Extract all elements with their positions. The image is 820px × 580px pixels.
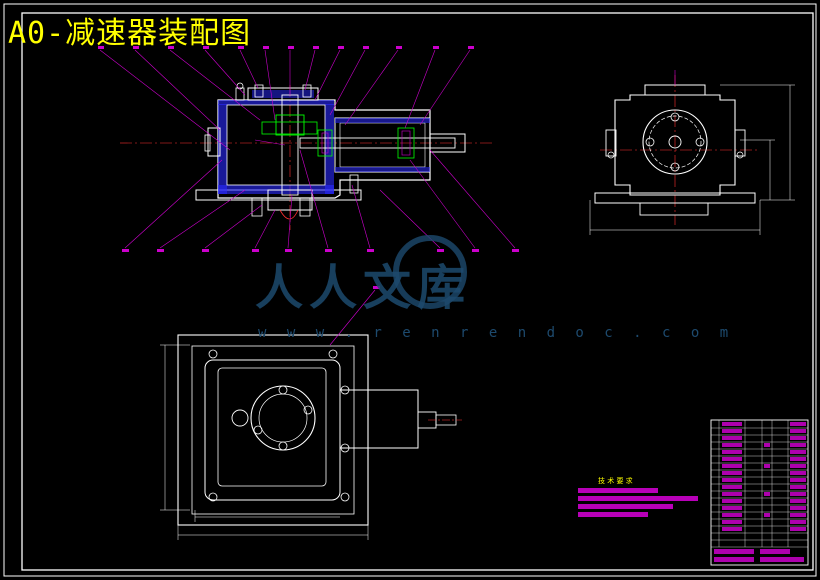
top-view [160, 286, 462, 540]
technical-requirements-text [578, 488, 698, 520]
technical-requirements-title: 技 术 要 求 [598, 477, 633, 485]
watermark-url: w w w . r e n r e n d o c . c o m [258, 325, 735, 341]
watermark-brand: 人人文库 [255, 260, 472, 316]
side-view [589, 70, 795, 235]
tech-requirement-line [578, 512, 648, 517]
parts-list-table [710, 419, 809, 566]
tech-requirement-line [578, 504, 673, 509]
drawing-title: A0-减速器装配图 [8, 16, 252, 51]
front-section-view [98, 46, 519, 252]
outer-frame [3, 3, 817, 577]
drawing-border [21, 12, 814, 571]
watermark-logo [393, 235, 467, 309]
tech-requirement-line [578, 496, 698, 501]
tech-requirement-line [578, 488, 658, 493]
